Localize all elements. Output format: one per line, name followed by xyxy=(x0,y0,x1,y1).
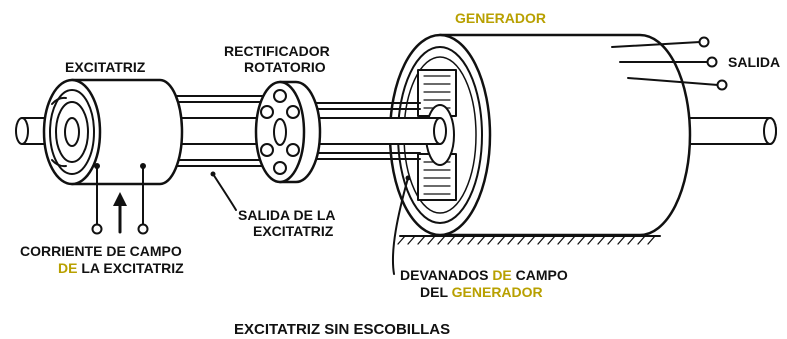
field-dot-right xyxy=(140,163,146,169)
output-terminal-3 xyxy=(716,79,728,91)
label-generador: GENERADOR xyxy=(455,10,546,26)
field-dot-left xyxy=(94,163,100,169)
label-salida-excitatriz-line2: EXCITATRIZ xyxy=(253,223,334,239)
diode-3 xyxy=(286,105,300,119)
exciter-body xyxy=(42,78,184,186)
diode-6 xyxy=(273,161,287,175)
diode-2 xyxy=(260,105,274,119)
label-devanados-line2: DEL GENERADOR xyxy=(420,284,543,300)
label-rectificador-line2: ROTATORIO xyxy=(244,59,326,75)
diode-1 xyxy=(273,89,287,103)
field-terminal-right xyxy=(137,223,149,235)
diode-5 xyxy=(286,143,300,157)
label-rectificador-line1: RECTIFICADOR xyxy=(224,43,330,59)
label-salida-excitatriz-line1: SALIDA DE LA xyxy=(238,207,335,223)
shaft-middle xyxy=(299,102,447,160)
ground-hatch xyxy=(397,235,661,245)
rotating-rectifier xyxy=(254,80,322,184)
label-salida: SALIDA xyxy=(728,54,780,70)
diagram-caption: EXCITATRIZ SIN ESCOBILLAS xyxy=(234,321,450,338)
callout-lines xyxy=(210,171,411,275)
label-devanados-line1: DEVANADOS DE CAMPO xyxy=(400,267,568,283)
label-corriente-line2: DE LA EXCITATRIZ xyxy=(58,260,184,276)
label-corriente-line1: CORRIENTE DE CAMPO xyxy=(20,243,182,259)
diode-4 xyxy=(260,143,274,157)
output-terminal-2 xyxy=(706,56,718,68)
generator-output-terminals xyxy=(611,36,728,91)
label-excitatriz: EXCITATRIZ xyxy=(65,59,146,75)
exciter-field-terminals xyxy=(91,163,149,235)
generator-field-windings xyxy=(417,69,457,201)
field-terminal-left xyxy=(91,223,103,235)
output-terminal-1 xyxy=(698,36,710,48)
current-arrow-icon xyxy=(113,192,127,206)
